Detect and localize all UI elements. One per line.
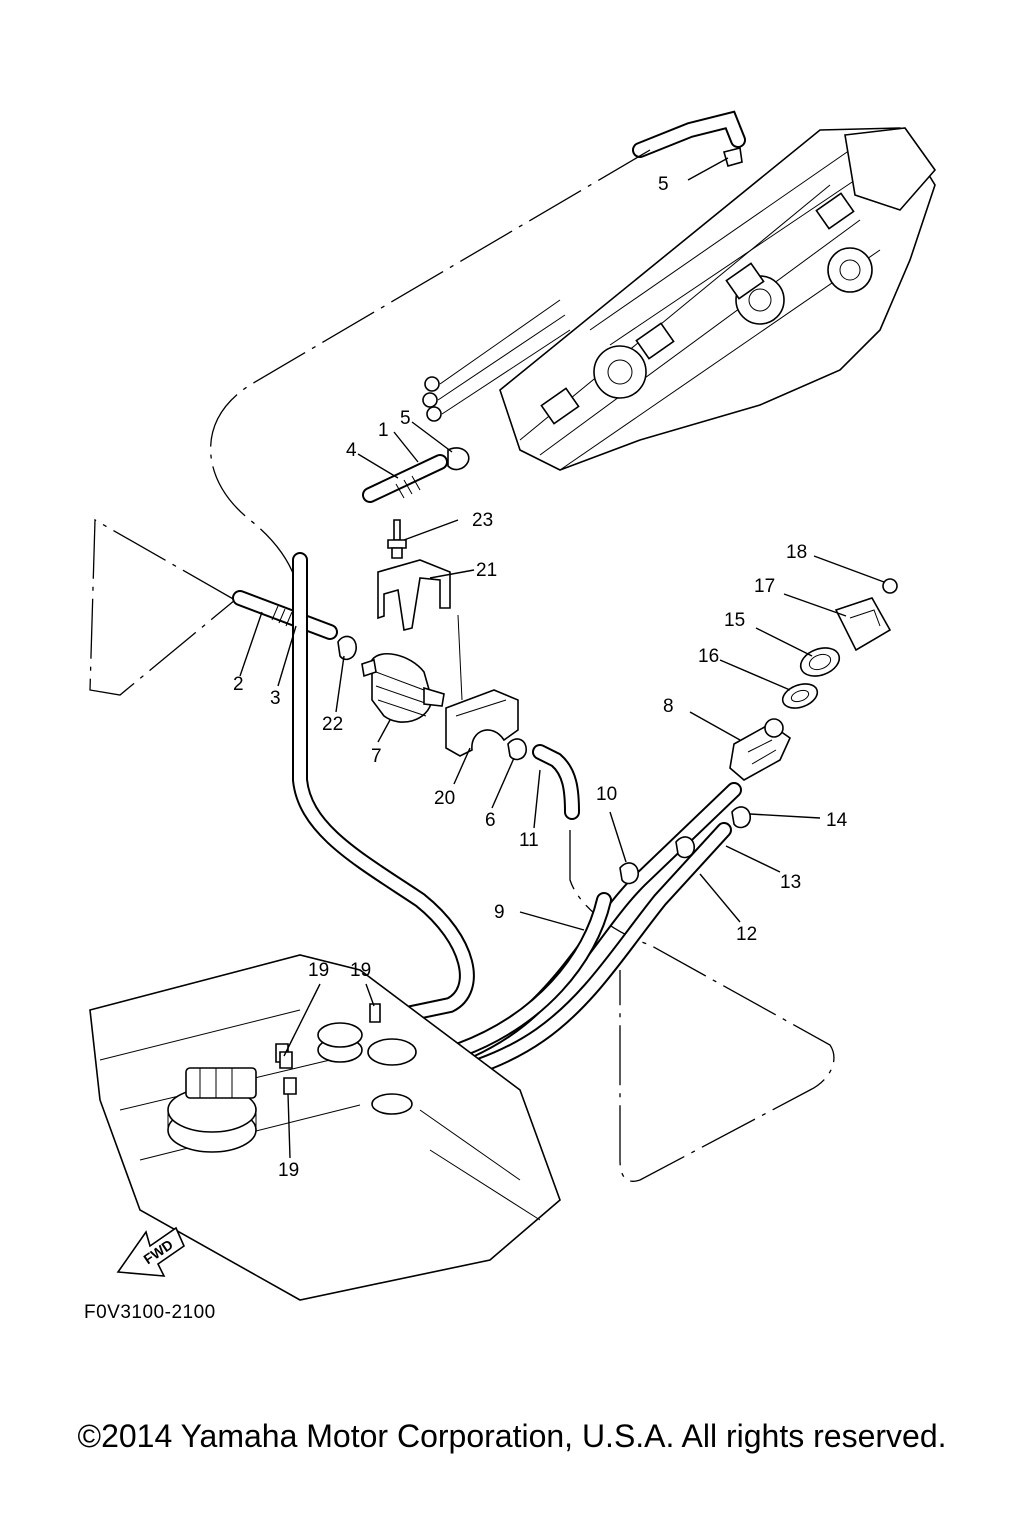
callout-2: 2 <box>233 674 244 695</box>
fuel-filter-7 <box>361 652 445 723</box>
callout-19-a: 19 <box>308 960 329 981</box>
filter-holder-20 <box>445 689 519 757</box>
callout-1: 1 <box>378 420 389 441</box>
engine-intake-assembly <box>422 127 937 471</box>
callout-5-top: 5 <box>658 174 669 195</box>
clamp-6 <box>507 738 527 761</box>
fwd-arrow-icon: FWD <box>116 1226 186 1277</box>
routing-outline-right <box>569 830 835 1182</box>
routing-outline-left <box>209 149 651 1011</box>
callout-19-c: 19 <box>278 1160 299 1181</box>
callout-18: 18 <box>786 542 807 563</box>
callout-8: 8 <box>663 696 674 717</box>
copyright-notice: ©2014 Yamaha Motor Corporation, U.S.A. A… <box>77 1418 947 1454</box>
grommet-15 <box>799 647 841 677</box>
clamp-22 <box>337 635 357 661</box>
callout-22: 22 <box>322 714 343 735</box>
callout-17: 17 <box>754 576 775 597</box>
callout-6: 6 <box>485 810 496 831</box>
bolt-23 <box>387 519 407 559</box>
callout-labels: 1 2 3 4 5 5 6 7 8 9 10 11 12 13 14 15 16… <box>233 174 848 1181</box>
routing-outline-triangle <box>89 518 237 696</box>
clip-19b <box>369 1003 381 1023</box>
bracket-21 <box>377 559 451 631</box>
callout-15: 15 <box>724 610 745 631</box>
callout-14: 14 <box>826 810 848 831</box>
callout-21: 21 <box>476 560 497 581</box>
callout-7: 7 <box>371 746 382 767</box>
clamp-14 <box>731 806 751 829</box>
callout-5-lower: 5 <box>400 408 411 429</box>
callout-16: 16 <box>698 646 719 667</box>
knob-17 <box>834 597 892 652</box>
screw-18 <box>882 578 898 594</box>
callout-10: 10 <box>596 784 617 805</box>
callout-11: 11 <box>519 830 539 851</box>
callout-9: 9 <box>494 902 505 923</box>
fuel-cock-8 <box>729 718 792 781</box>
clip-19a <box>279 1051 293 1069</box>
callout-20: 20 <box>434 788 455 809</box>
clip-19c <box>283 1077 297 1095</box>
clamp-10b <box>675 836 695 859</box>
parts-diagram: 1 2 3 4 5 5 6 7 8 9 10 11 12 13 14 15 16… <box>84 110 937 1323</box>
callout-4: 4 <box>346 440 357 461</box>
clamp-10 <box>619 862 639 885</box>
callout-19-b: 19 <box>350 960 371 981</box>
hose-clamp-5-top <box>723 147 743 167</box>
callout-12: 12 <box>736 924 757 945</box>
callout-3: 3 <box>270 688 281 709</box>
drawing-code: F0V3100-2100 <box>84 1302 216 1323</box>
leader-lines <box>239 157 885 1159</box>
callout-23: 23 <box>472 510 493 531</box>
washer-16 <box>781 683 819 709</box>
callout-13: 13 <box>780 872 801 893</box>
clamp-5-lower <box>447 447 470 471</box>
fuel-tank <box>89 954 561 1301</box>
